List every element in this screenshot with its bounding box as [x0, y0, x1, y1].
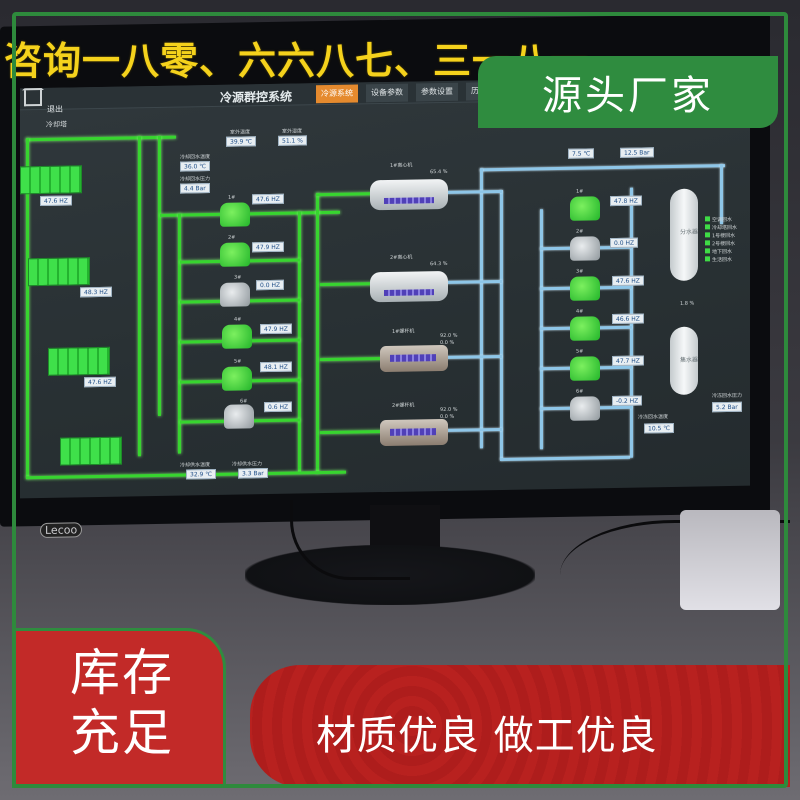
power-strip	[680, 510, 780, 610]
source-factory-badge: 源头厂家	[478, 56, 778, 128]
stock-badge: 库存 充足	[12, 628, 226, 788]
stock-text-line1: 库存	[70, 644, 174, 702]
stock-text: 库存 充足	[15, 643, 229, 763]
quality-text: 材质优良 做工优良	[316, 713, 658, 759]
green-frame	[12, 12, 788, 788]
quality-banner: 材质优良 做工优良	[250, 665, 790, 787]
stock-text-line2: 充足	[70, 704, 174, 762]
cable	[560, 520, 790, 630]
